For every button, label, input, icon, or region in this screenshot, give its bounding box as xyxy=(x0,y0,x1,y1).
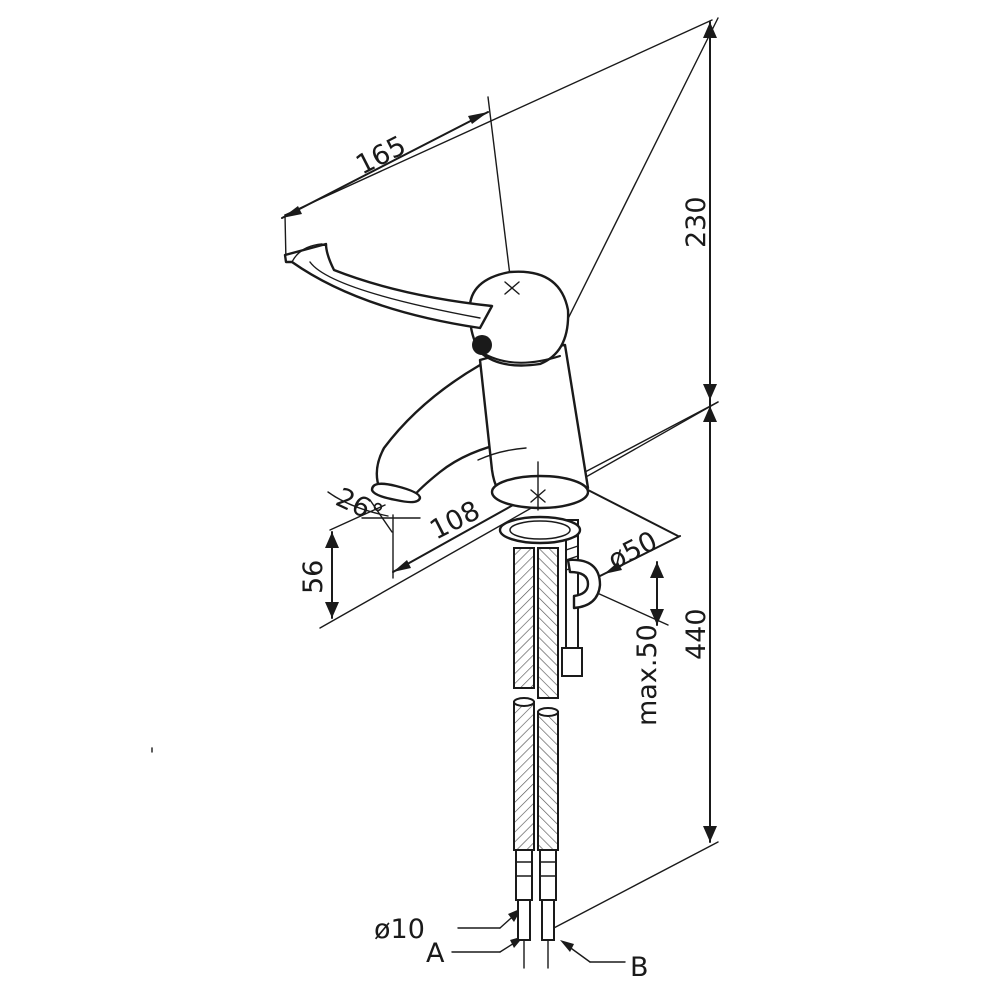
label-handle-length: 165 xyxy=(351,130,411,181)
label-hose-diameter: ø10 xyxy=(374,914,425,945)
label-top-height: 230 xyxy=(681,196,712,248)
label-total-height: 440 xyxy=(681,608,712,660)
flex-hoses xyxy=(513,547,559,969)
lever-handle xyxy=(283,242,546,511)
label-connection-a: A xyxy=(426,938,445,969)
faucet-body xyxy=(370,270,590,510)
dimension-labels: 165 230 440 56 108 26° ø50 max.50 ø10 A … xyxy=(298,130,712,983)
dimension-lines xyxy=(281,17,719,963)
label-connection-b: B xyxy=(630,952,649,983)
label-spout-height: 56 xyxy=(298,560,329,594)
label-max-thickness: max.50 xyxy=(632,624,663,726)
mounting-hardware xyxy=(498,515,602,677)
